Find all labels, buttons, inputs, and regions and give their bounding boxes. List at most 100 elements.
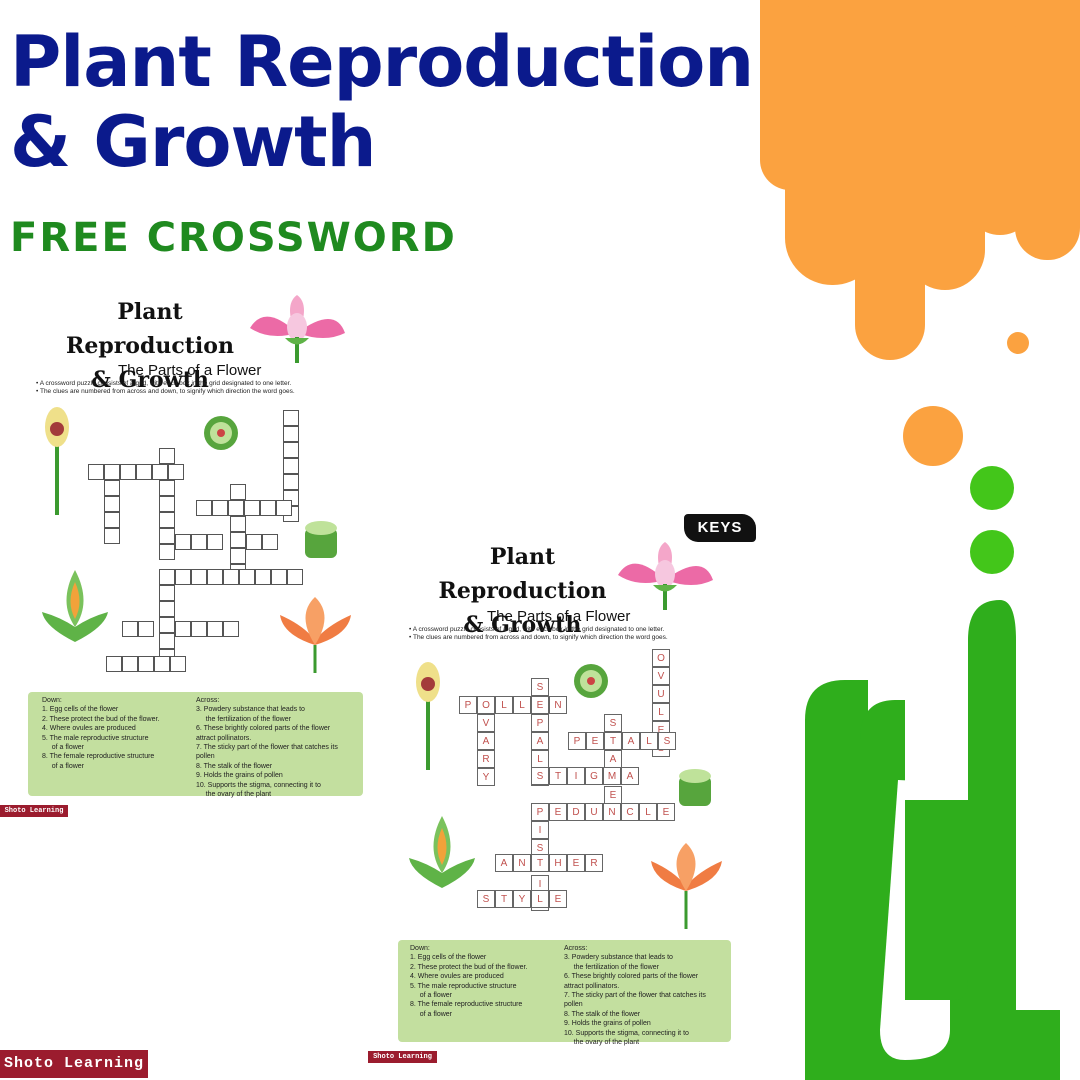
across-clues: Across: 3. Powdery substance that leads …	[564, 944, 706, 1047]
crossword-cell[interactable]	[246, 534, 262, 550]
crossword-cell[interactable]	[152, 464, 168, 480]
crossword-cell[interactable]	[175, 621, 191, 637]
crossword-cell[interactable]	[159, 633, 175, 649]
clue: of a flower	[410, 992, 453, 1000]
crossword-cell[interactable]	[106, 656, 122, 672]
answer-cell: S	[658, 732, 676, 750]
instruction-line: A crossword puzzle consists of a grid, w…	[36, 380, 356, 388]
crossword-cell[interactable]	[207, 621, 223, 637]
clue: 3. Powdery substance that leads to	[196, 706, 305, 714]
crossword-cell[interactable]	[212, 500, 228, 516]
crossword-cell[interactable]	[283, 458, 299, 474]
flower-icon	[250, 295, 345, 363]
crossword-cell[interactable]	[168, 464, 184, 480]
seed-pod-illustration	[42, 570, 108, 642]
crossword-cell[interactable]	[122, 621, 138, 637]
crossword-cell[interactable]	[175, 569, 191, 585]
crossword-cell[interactable]	[104, 464, 120, 480]
crossword-cell[interactable]	[159, 617, 175, 633]
answer-cell: L	[640, 732, 658, 750]
crossword-cell[interactable]	[138, 621, 154, 637]
crossword-cell[interactable]	[230, 532, 246, 548]
stamen-illustration	[45, 407, 69, 515]
answer-cell: S	[477, 890, 495, 908]
crossword-cell[interactable]	[262, 534, 278, 550]
crossword-cell[interactable]	[104, 512, 120, 528]
crossword-cell[interactable]	[207, 534, 223, 550]
clue: attract pollinators.	[196, 734, 252, 742]
clues-box: Down: 1. Egg cells of the flower 2. Thes…	[28, 692, 363, 799]
crossword-cell[interactable]	[255, 569, 271, 585]
crossword-cell[interactable]	[122, 656, 138, 672]
answer-cell: A	[495, 854, 513, 872]
crossword-cell[interactable]	[283, 426, 299, 442]
answer-cell: L	[531, 890, 549, 908]
crossword-cell[interactable]	[138, 656, 154, 672]
answer-cell: S	[531, 767, 549, 785]
crossword-cell[interactable]	[191, 534, 207, 550]
crossword-cell[interactable]	[136, 464, 152, 480]
crossword-cell[interactable]	[283, 442, 299, 458]
crossword-cell[interactable]	[159, 601, 175, 617]
brand-badge-answer-key: Shoto Learning	[368, 1051, 437, 1063]
seed-pod-illustration	[409, 816, 475, 888]
crossword-cell[interactable]	[276, 500, 292, 516]
instruction-line: The clues are numbered from across and d…	[36, 388, 356, 396]
answer-cell: I	[531, 821, 549, 839]
crossword-cell[interactable]	[159, 496, 175, 512]
clue: pollen	[196, 753, 215, 761]
crossword-cell[interactable]	[159, 512, 175, 528]
answer-cell: P	[459, 696, 477, 714]
crossword-cell[interactable]	[191, 569, 207, 585]
crossword-cell[interactable]	[159, 480, 175, 496]
crossword-cell[interactable]	[104, 528, 120, 544]
clue: the ovary of the plant	[196, 791, 272, 799]
crossword-cell[interactable]	[207, 569, 223, 585]
answer-cell: L	[652, 703, 670, 721]
clue: the fertilization of the flower	[564, 963, 659, 971]
crossword-cell[interactable]	[228, 500, 244, 516]
answer-cell: E	[549, 890, 567, 908]
clue: 8. The female reproductive structure	[42, 753, 155, 761]
crossword-cell[interactable]	[230, 516, 246, 532]
clue: 6. These brightly colored parts of the f…	[196, 725, 331, 733]
crossword-cell[interactable]	[159, 528, 175, 544]
answer-cell: H	[549, 854, 567, 872]
crossword-cell[interactable]	[120, 464, 136, 480]
crossword-cell[interactable]	[260, 500, 276, 516]
crossword-cell[interactable]	[283, 410, 299, 426]
crossword-cell[interactable]	[223, 569, 239, 585]
crossword-cell[interactable]	[159, 569, 175, 585]
clue: pollen	[564, 1001, 583, 1009]
answer-cell: T	[495, 890, 513, 908]
answer-cell: G	[585, 767, 603, 785]
crossword-cell[interactable]	[88, 464, 104, 480]
answer-cell: E	[549, 803, 567, 821]
footer-brand-badge: Shoto Learning	[0, 1050, 148, 1078]
crossword-cell[interactable]	[175, 534, 191, 550]
crossword-cell[interactable]	[154, 656, 170, 672]
answer-cell: N	[513, 854, 531, 872]
clue: 7. The sticky part of the flower that ca…	[196, 744, 338, 752]
crossword-cell[interactable]	[271, 569, 287, 585]
crossword-cell[interactable]	[196, 500, 212, 516]
crossword-cell[interactable]	[170, 656, 186, 672]
crossword-cell[interactable]	[230, 548, 246, 564]
answer-cell: E	[531, 696, 549, 714]
worksheet-blank: Plant Reproduction & Growth The Parts of…	[20, 285, 370, 800]
answer-cell: V	[652, 667, 670, 685]
crossword-cell[interactable]	[223, 621, 239, 637]
crossword-cell[interactable]	[159, 448, 175, 464]
answer-cell: O	[652, 649, 670, 667]
crossword-cell[interactable]	[283, 474, 299, 490]
crossword-cell[interactable]	[239, 569, 255, 585]
crossword-cell[interactable]	[287, 569, 303, 585]
crossword-cell[interactable]	[230, 484, 246, 500]
crossword-cell[interactable]	[159, 544, 175, 560]
answer-cell: A	[604, 750, 622, 768]
crossword-cell[interactable]	[191, 621, 207, 637]
crossword-cell[interactable]	[244, 500, 260, 516]
crossword-cell[interactable]	[159, 585, 175, 601]
crossword-cell[interactable]	[104, 480, 120, 496]
crossword-cell[interactable]	[104, 496, 120, 512]
